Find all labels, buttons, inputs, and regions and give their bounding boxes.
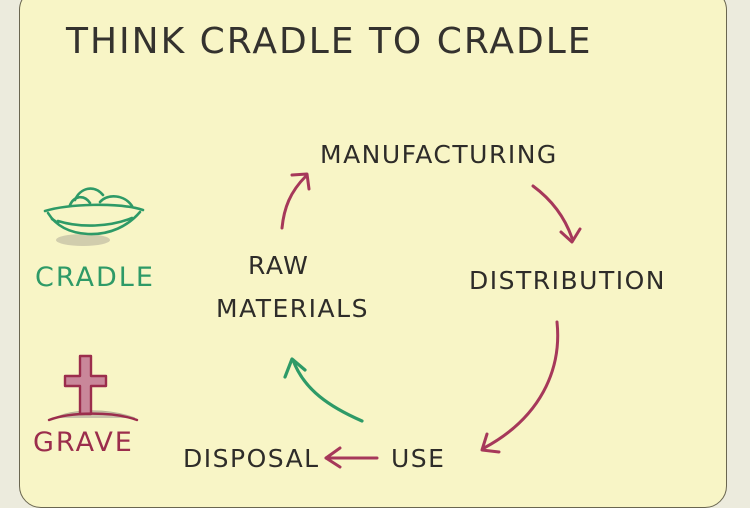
- cradle-basket-icon: [43, 187, 145, 246]
- arrow-disposal-to-raw-materials: [283, 357, 364, 423]
- node-disposal: DISPOSAL: [183, 444, 320, 473]
- cradle-label: CRADLE: [35, 262, 155, 293]
- diagram-canvas: [43, 172, 582, 469]
- arrow-raw-to-manufacturing: [280, 172, 311, 230]
- arrow-use-to-disposal: [324, 446, 379, 469]
- node-raw-materials-line2: MATERIALS: [216, 294, 369, 323]
- grave-cross-icon: [47, 354, 139, 422]
- node-use: USE: [391, 444, 446, 473]
- paper-card: [19, 0, 727, 508]
- node-manufacturing: MANUFACTURING: [320, 140, 558, 169]
- arrow-distribution-to-use: [480, 320, 560, 454]
- arrow-manufacturing-to-distribution: [531, 184, 582, 244]
- page-title: THINK CRADLE TO CRADLE: [66, 21, 593, 62]
- node-distribution: DISTRIBUTION: [469, 266, 666, 295]
- node-raw-materials-line1: RAW: [248, 251, 310, 280]
- grave-label: GRAVE: [33, 427, 134, 458]
